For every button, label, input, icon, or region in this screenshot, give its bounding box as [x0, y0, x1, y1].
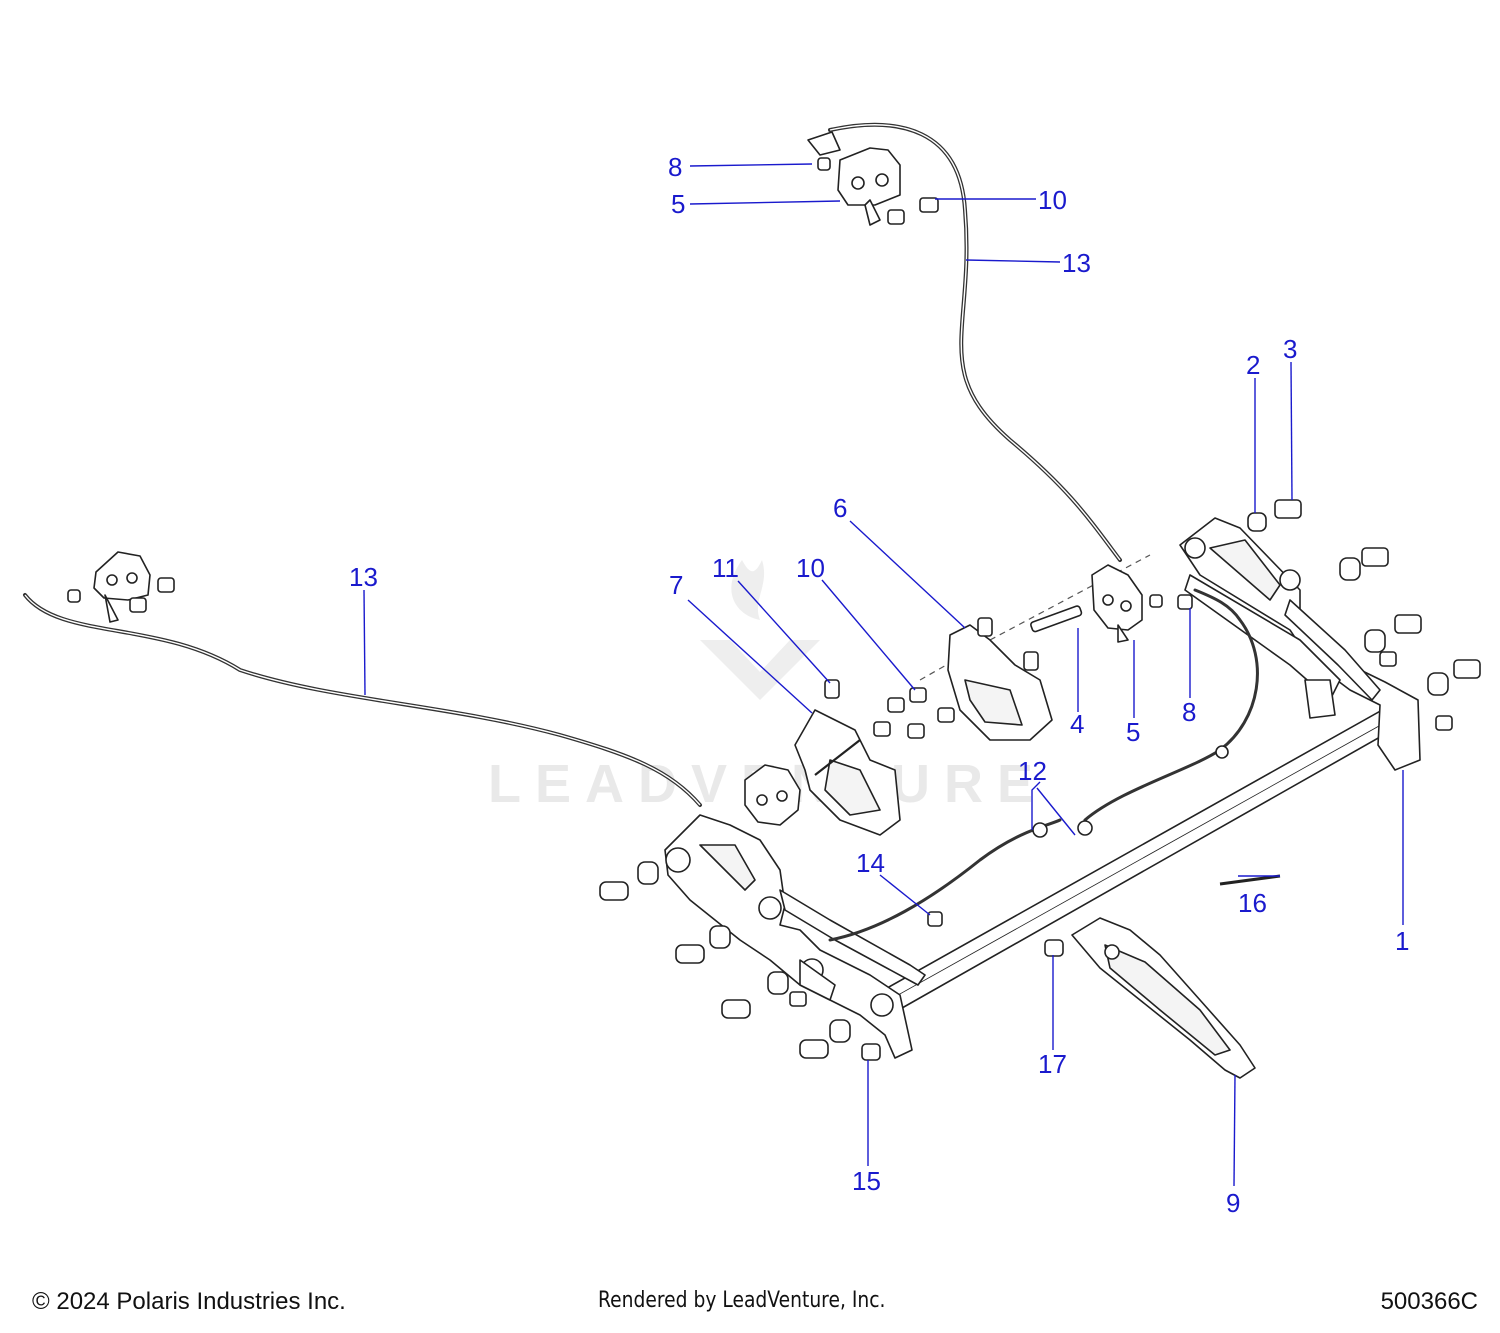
callout-10-top: 10	[1038, 185, 1067, 215]
callout-13-left: 13	[349, 562, 378, 592]
callout-5-mid: 5	[1126, 717, 1140, 747]
callout-3: 3	[1283, 334, 1297, 364]
leader-lines	[363, 163, 1404, 1187]
latch-left-upper	[93, 551, 151, 623]
callout-13-right: 13	[1062, 248, 1091, 278]
latch-5-top	[807, 131, 901, 226]
callout-11: 11	[712, 553, 739, 583]
callout-7: 7	[669, 570, 683, 600]
latch-left-lower	[744, 764, 801, 826]
fasteners	[67, 157, 1481, 1061]
callout-9: 9	[1226, 1188, 1240, 1218]
diagram-code: 500366C	[1380, 1288, 1478, 1315]
callout-16: 16	[1238, 888, 1267, 918]
callout-14: 14	[856, 848, 885, 878]
cable-12	[828, 588, 1259, 942]
callouts: 8 5 10 13 2 3 6 13 7 11 10 4 5 8 12 14 1…	[349, 152, 1409, 1218]
callout-15: 15	[852, 1166, 881, 1196]
pedal-9	[1071, 917, 1256, 1079]
callout-10-mid: 10	[796, 553, 825, 583]
cable-13-left	[23, 593, 702, 807]
callout-4: 4	[1070, 709, 1084, 739]
callout-1: 1	[1395, 926, 1409, 956]
frame-assembly	[664, 517, 1421, 1059]
callout-6: 6	[833, 493, 847, 523]
bracket-7	[794, 709, 901, 836]
callout-17: 17	[1038, 1049, 1067, 1079]
callout-8-top: 8	[668, 152, 682, 182]
copyright-text: © 2024 Polaris Industries Inc.	[32, 1288, 346, 1315]
callout-5-top: 5	[671, 189, 685, 219]
callout-8-mid: 8	[1182, 697, 1196, 727]
bracket-6	[947, 617, 1053, 741]
callout-12: 12	[1018, 756, 1047, 786]
callout-2: 2	[1246, 350, 1260, 380]
latch-5-mid	[1091, 564, 1143, 643]
rendered-by-text: Rendered by LeadVenture, Inc.	[598, 1288, 886, 1313]
cable-13-right	[828, 122, 1122, 562]
